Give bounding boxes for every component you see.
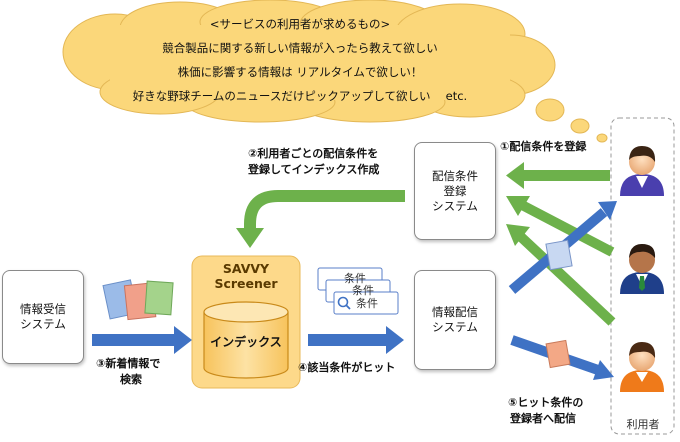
thought-bubble-medium <box>570 118 590 134</box>
cloud-line-2: 株価に影響する情報は リアルタイムで欲しい！ <box>177 65 423 79</box>
condition-register-system-box: 配信条件 登録 システム <box>414 142 496 240</box>
hit-arrow-blue <box>308 326 404 354</box>
thought-cloud <box>62 0 608 143</box>
info-deliver-system-box: 情報配信 システム <box>414 270 496 370</box>
cloud-line-3: 好きな野球チームのニュースだけピックアップして欲しい etc. <box>132 89 468 103</box>
user-avatar-2 <box>620 244 664 294</box>
step-5-label-line2: 登録者へ配信 <box>510 412 576 425</box>
info-receive-system-label: 情報受信 システム <box>20 302 66 331</box>
cloud-line-1: 競合製品に関する新しい情報が入ったら教えて欲しい <box>162 41 438 55</box>
condition-card-label-1: 条件 <box>344 272 366 285</box>
search-arrow-blue <box>92 326 192 354</box>
step-2-label-line1: ②利用者ごとの配信条件を <box>248 147 379 160</box>
user-avatar-1 <box>620 146 664 196</box>
register-arrow-green-2 <box>506 196 615 257</box>
deliver-document-icon <box>545 339 571 369</box>
thought-bubble-large <box>535 98 565 122</box>
condition-card-label-2: 条件 <box>352 284 374 297</box>
magnifier-icon <box>337 296 349 308</box>
thought-bubble-small <box>596 133 608 143</box>
condition-register-system-label: 配信条件 登録 システム <box>432 168 478 213</box>
users-panel <box>610 117 675 435</box>
register-arrow-green <box>506 162 610 189</box>
step-4-label: ④該当条件がヒット <box>298 361 396 374</box>
index-label: インデックス <box>210 335 282 349</box>
savvy-screener-title: SAVVY Screener <box>214 261 278 291</box>
index-cylinder-icon <box>203 301 289 379</box>
cloud-heading: <サービスの利用者が求めるもの> <box>209 17 391 31</box>
register-arrow-green-3 <box>506 224 616 326</box>
step-5-label-line1: ⑤ヒット条件の <box>508 396 584 409</box>
step-3-label-line1: ③新着情報で <box>96 357 161 370</box>
condition-card-label-3: 条件 <box>356 297 378 310</box>
condition-cards <box>317 267 399 315</box>
new-info-documents-icon <box>102 279 174 321</box>
step-2-label-line2: 登録してインデックス作成 <box>248 163 380 176</box>
register-document-icon <box>545 239 573 271</box>
users-label: 利用者 <box>626 418 660 431</box>
step-3-label-line2: 検索 <box>120 373 142 386</box>
info-deliver-system-label: 情報配信 システム <box>432 305 478 334</box>
info-receive-system-box: 情報受信 システム <box>2 270 84 364</box>
index-arrow-green <box>236 190 405 248</box>
step-1-label: ①配信条件を登録 <box>500 140 587 153</box>
user-avatar-3 <box>620 342 664 392</box>
